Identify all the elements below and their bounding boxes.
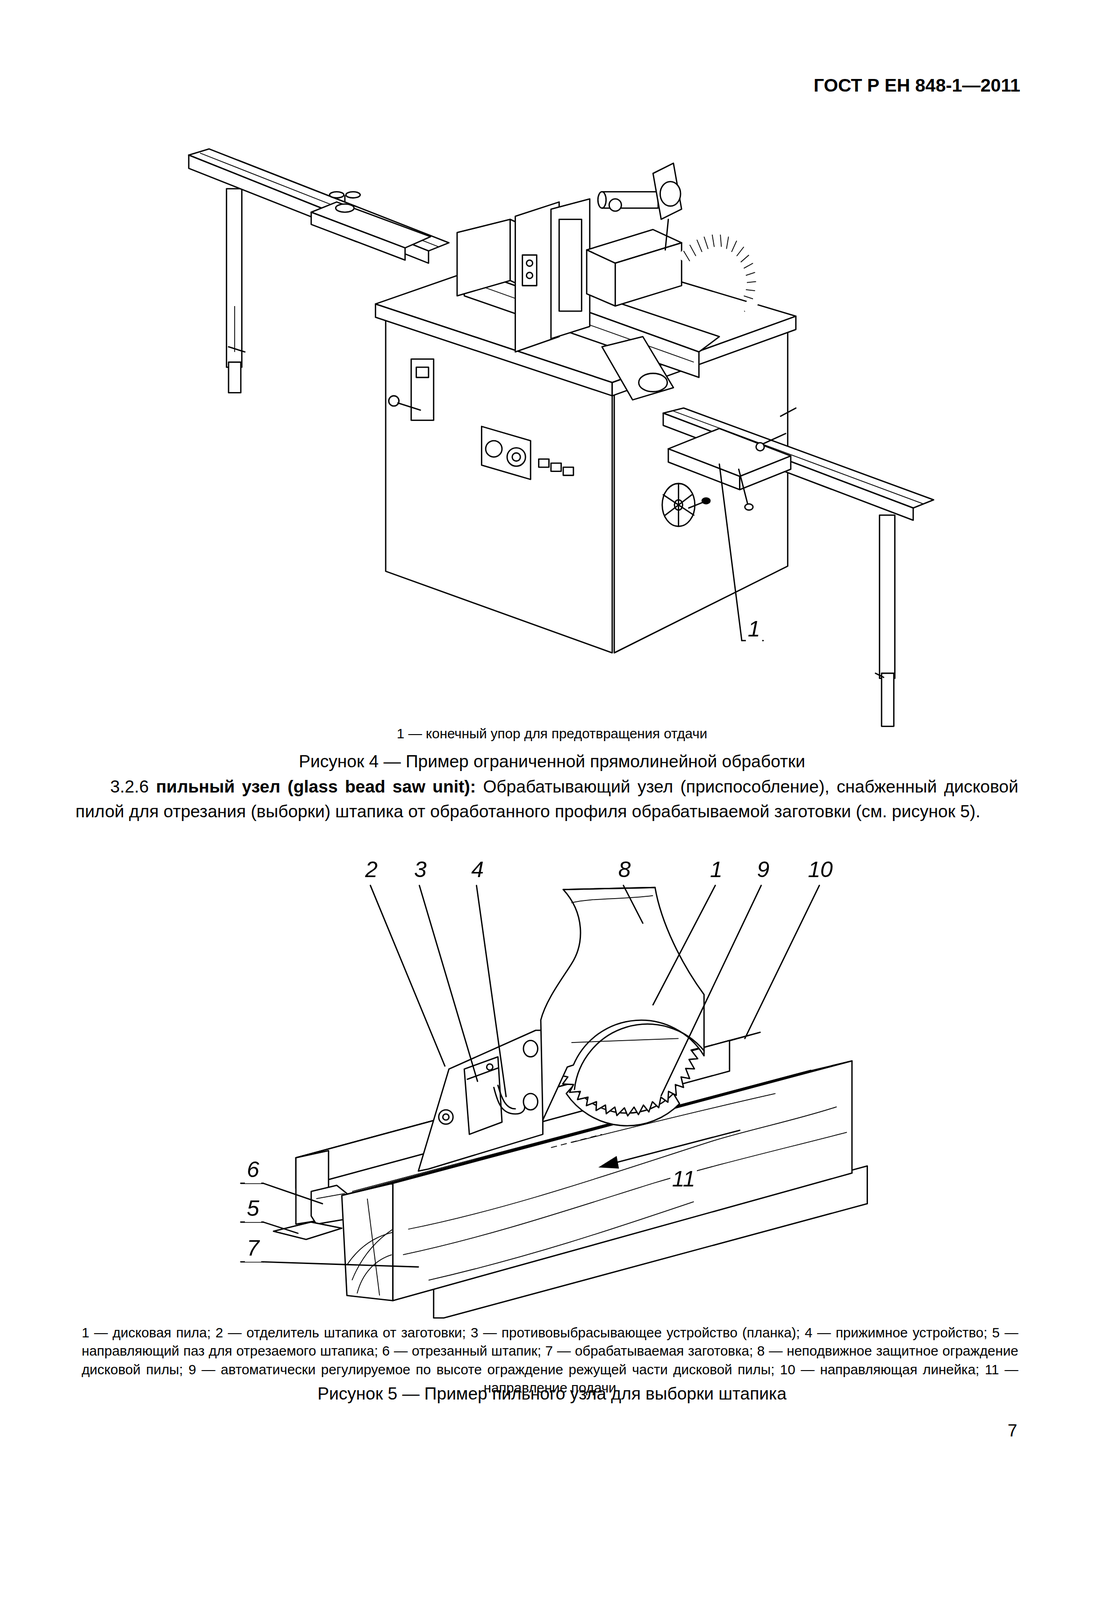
callout-number: 10 <box>805 857 835 884</box>
saw-unit <box>240 885 868 1319</box>
callout-number: 7 <box>244 1235 262 1263</box>
caption-text: Рисунок 5 — Пример пильного узла для выб… <box>317 1384 787 1406</box>
callout-number: 1 <box>745 616 763 644</box>
callout-number: 8 <box>616 857 633 884</box>
callout-number: 2 <box>363 857 380 884</box>
caption-text: ГОСТ Р ЕН 848-1—2011 <box>813 75 1021 98</box>
callout-number: 5 <box>244 1195 262 1223</box>
paragraph-text: 3.2.6 <box>110 777 150 797</box>
callout-number: 3 <box>412 857 429 884</box>
caption-text: 7 <box>1007 1421 1018 1442</box>
callout-number: 4 <box>469 857 486 884</box>
callout-number: 9 <box>754 857 772 884</box>
callout-number: 1 <box>708 857 725 884</box>
moulder-machine <box>188 149 934 727</box>
caption-text: 1 — конечный упор для предотвращения отд… <box>396 726 708 742</box>
definition-paragraph: 3.2.6 пильный узел (glass bead saw unit)… <box>75 775 1019 825</box>
callout-number: 11 <box>669 1166 698 1193</box>
callout-number: 6 <box>244 1157 262 1184</box>
term: пильный узел (glass bead saw unit): <box>156 777 476 797</box>
caption-text: Рисунок 4 — Пример ограниченной прямолин… <box>298 752 806 773</box>
